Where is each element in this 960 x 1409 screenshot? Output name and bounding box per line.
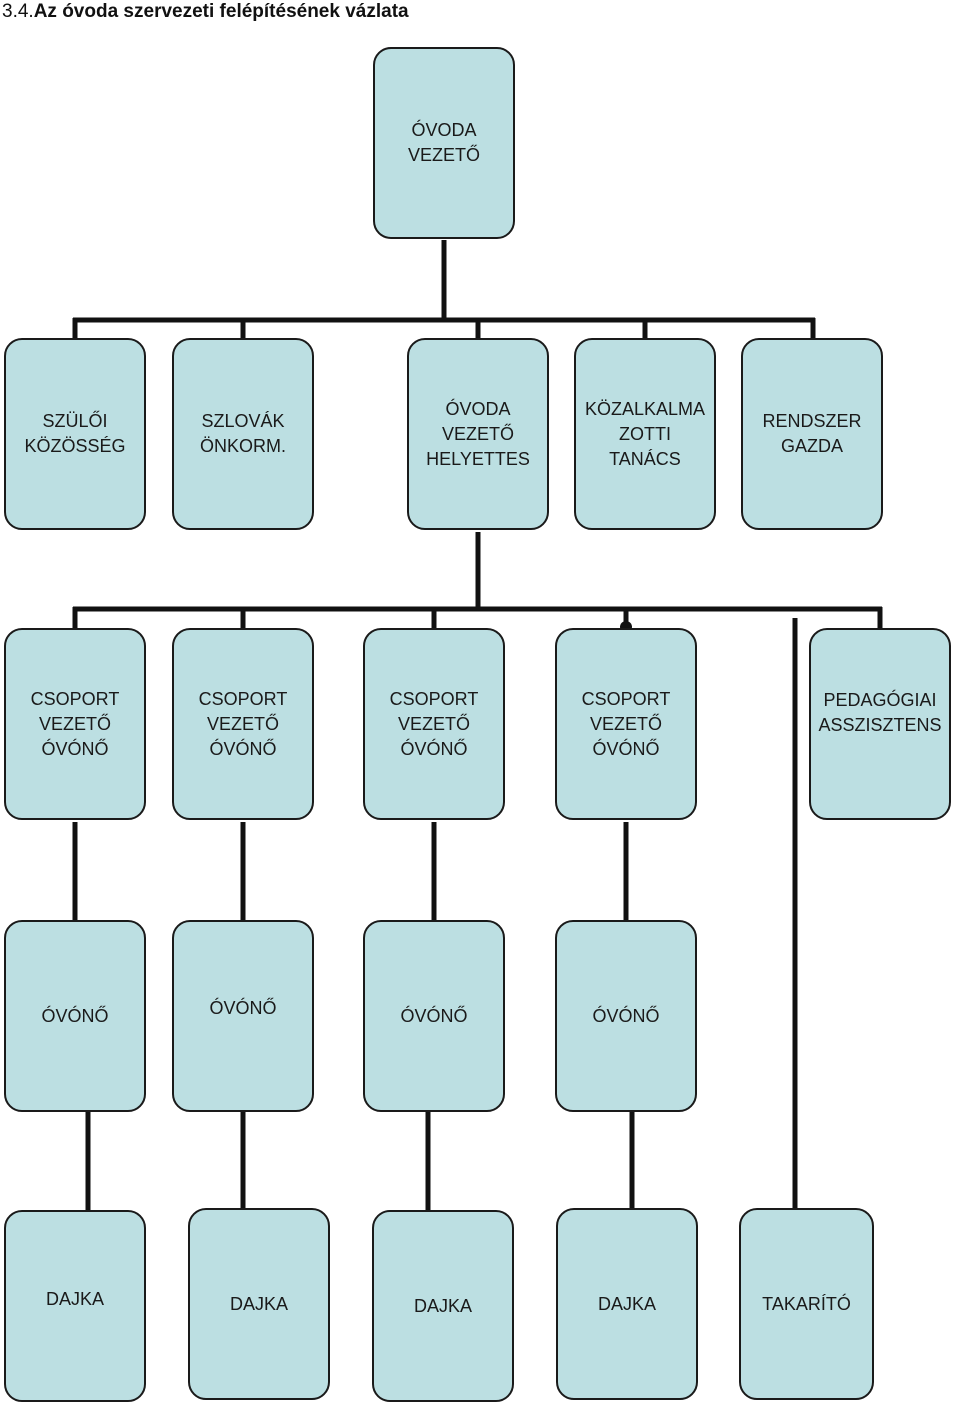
node-teacher2: ÓVÓNŐ — [172, 920, 314, 1112]
node-group3: CSOPORT VEZETŐ ÓVÓNŐ — [363, 628, 505, 820]
node-slovak: SZLOVÁK ÖNKORM. — [172, 338, 314, 530]
title-text: Az óvoda szervezeti felépítésének vázlat… — [33, 1, 409, 22]
diagram-title: 3.4.Az óvoda szervezeti felépítésének vá… — [2, 0, 422, 24]
node-nanny1: DAJKA — [4, 1210, 146, 1402]
node-teacher1-label: ÓVÓNŐ — [41, 1005, 109, 1026]
node-sysadmin-label: RENDSZER GAZDA — [762, 411, 862, 456]
node-assistant-label: PEDAGÓGIAI ASSZISZTENS — [818, 690, 942, 735]
node-head-label: ÓVODA VEZETŐ — [407, 120, 480, 165]
node-group3-label: CSOPORT VEZETŐ ÓVÓNŐ — [389, 688, 479, 759]
node-nanny2: DAJKA — [188, 1208, 330, 1400]
node-group4-label: CSOPORT VEZETŐ ÓVÓNŐ — [581, 688, 671, 759]
node-council: KÖZALKALMA ZOTTI TANÁCS — [574, 338, 716, 530]
node-teacher3: ÓVÓNŐ — [363, 920, 505, 1112]
node-head: ÓVODA VEZETŐ — [373, 47, 515, 239]
node-sysadmin: RENDSZER GAZDA — [741, 338, 883, 530]
node-group1: CSOPORT VEZETŐ ÓVÓNŐ — [4, 628, 146, 820]
node-nanny2-label: DAJKA — [229, 1293, 289, 1314]
node-deputy: ÓVODA VEZETŐ HELYETTES — [407, 338, 549, 530]
node-teacher4: ÓVÓNŐ — [555, 920, 697, 1112]
node-nanny3: DAJKA — [372, 1210, 514, 1402]
node-deputy-label: ÓVODA VEZETŐ HELYETTES — [426, 398, 530, 469]
node-nanny4: DAJKA — [556, 1208, 698, 1400]
node-nanny1-label: DAJKA — [45, 1288, 105, 1309]
node-cleaner: TAKARÍTÓ — [739, 1208, 874, 1400]
node-parents-label: SZÜLŐI KÖZÖSSÉG — [24, 411, 126, 456]
node-group2-label: CSOPORT VEZETŐ ÓVÓNŐ — [198, 688, 288, 759]
node-group2: CSOPORT VEZETŐ ÓVÓNŐ — [172, 628, 314, 820]
node-parents: SZÜLŐI KÖZÖSSÉG — [4, 338, 146, 530]
node-group4: CSOPORT VEZETŐ ÓVÓNŐ — [555, 628, 697, 820]
node-assistant: PEDAGÓGIAI ASSZISZTENS — [809, 628, 951, 820]
node-council-label: KÖZALKALMA ZOTTI TANÁCS — [584, 398, 706, 469]
node-cleaner-label: TAKARÍTÓ — [762, 1293, 851, 1314]
node-group1-label: CSOPORT VEZETŐ ÓVÓNŐ — [30, 688, 120, 759]
node-slovak-label: SZLOVÁK ÖNKORM. — [199, 411, 286, 456]
node-nanny4-label: DAJKA — [597, 1293, 657, 1314]
node-teacher4-label: ÓVÓNŐ — [592, 1005, 660, 1026]
node-teacher1: ÓVÓNŐ — [4, 920, 146, 1112]
title-number: 3.4. — [2, 1, 34, 22]
node-nanny3-label: DAJKA — [413, 1295, 473, 1316]
node-teacher2-label: ÓVÓNŐ — [209, 997, 277, 1018]
node-teacher3-label: ÓVÓNŐ — [400, 1005, 468, 1026]
